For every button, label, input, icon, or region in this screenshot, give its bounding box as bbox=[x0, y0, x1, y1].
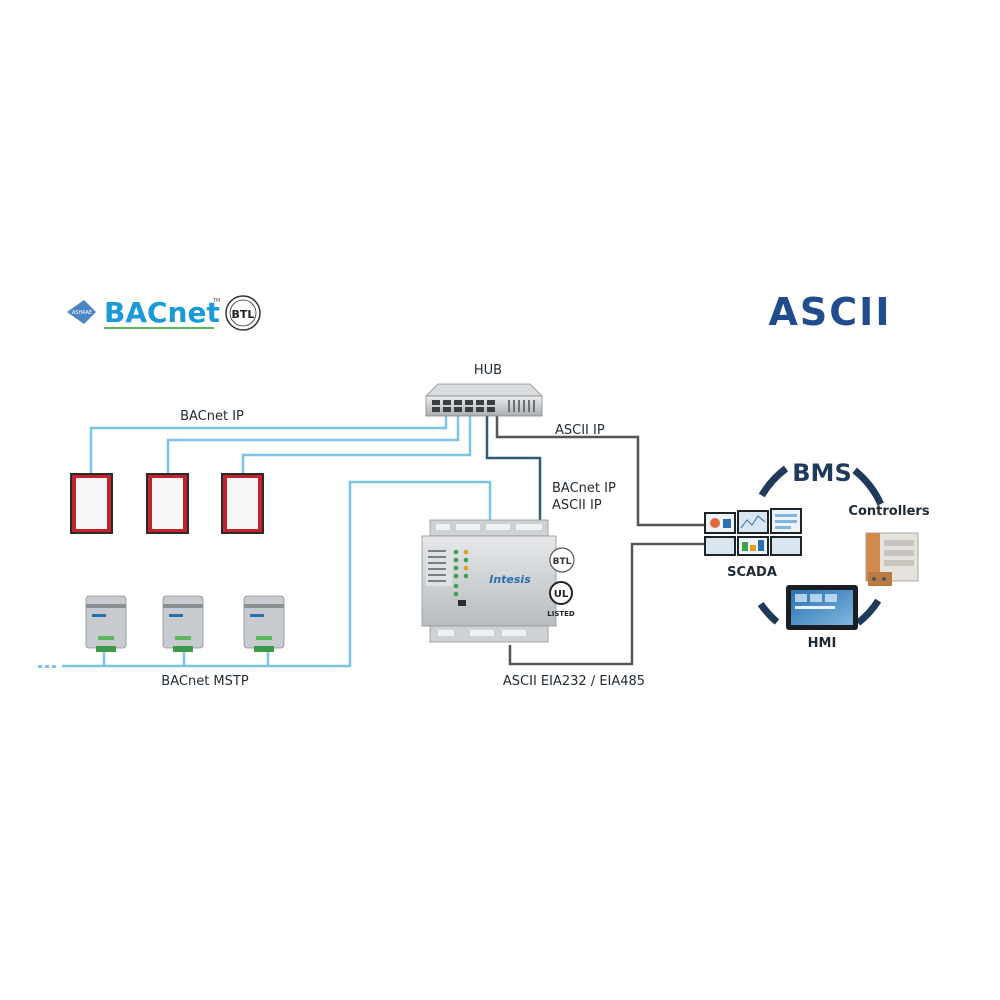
hub-label: HUB bbox=[474, 363, 502, 378]
gateway-ip-line bbox=[485, 416, 542, 522]
ashrae-icon: ASHRAE bbox=[67, 300, 96, 324]
btl-mark-icon: BTL bbox=[549, 547, 575, 573]
hmi-panel bbox=[786, 585, 858, 630]
ascii-ip-line bbox=[495, 416, 704, 527]
ascii-serial-line bbox=[508, 542, 704, 666]
bacnet-ip-device-1 bbox=[70, 473, 113, 534]
intesis-brand: Intesis bbox=[489, 573, 531, 586]
mstp-device-2 bbox=[162, 595, 204, 652]
hmi-label: HMI bbox=[808, 636, 837, 651]
gateway-status-leds bbox=[453, 549, 469, 597]
controllers-label: Controllers bbox=[848, 504, 929, 519]
mstp-device-1 bbox=[85, 595, 127, 652]
btl-badge-icon: BTL bbox=[225, 295, 261, 331]
scada-monitors bbox=[704, 508, 802, 556]
bacnet-ip-label: BACnet IP bbox=[180, 409, 244, 424]
bacnet-ip-device-2 bbox=[146, 473, 189, 534]
controller-module bbox=[865, 532, 919, 586]
gateway-ascii-ip-label: ASCII IP bbox=[552, 498, 602, 513]
hub-switch bbox=[425, 383, 543, 417]
ul-listed-icon: UL LISTED bbox=[547, 581, 575, 618]
bms-label: BMS bbox=[792, 459, 851, 487]
ashrae-text: ASHRAE bbox=[72, 310, 92, 316]
ascii-serial-label: ASCII EIA232 / EIA485 bbox=[503, 674, 645, 689]
ascii-ip-label: ASCII IP bbox=[555, 423, 605, 438]
mstp-continuation-dots bbox=[38, 665, 56, 668]
bacnet-tm: TM bbox=[212, 298, 220, 304]
bacnet-mstp-lines bbox=[62, 480, 492, 668]
ascii-logo: ASCII bbox=[769, 290, 892, 334]
scada-label: SCADA bbox=[727, 565, 777, 580]
gateway-bacnet-ip-label: BACnet IP bbox=[552, 481, 616, 496]
bacnet-logo: ASHRAE BACnet TM BTL bbox=[67, 295, 261, 331]
bacnet-mstp-label: BACnet MSTP bbox=[161, 674, 249, 689]
intesis-gateway: Intesis bbox=[421, 519, 557, 643]
bacnet-ip-lines bbox=[89, 416, 472, 475]
btl-text: BTL bbox=[232, 308, 255, 321]
ul-mark-text: UL bbox=[554, 589, 569, 600]
ul-listed-text: LISTED bbox=[547, 610, 575, 618]
btl-mark-text: BTL bbox=[553, 557, 572, 567]
bacnet-logo-text: BACnet bbox=[104, 296, 220, 329]
bacnet-ip-device-3 bbox=[221, 473, 264, 534]
bms-ring bbox=[757, 465, 884, 626]
mstp-device-3 bbox=[243, 595, 285, 652]
